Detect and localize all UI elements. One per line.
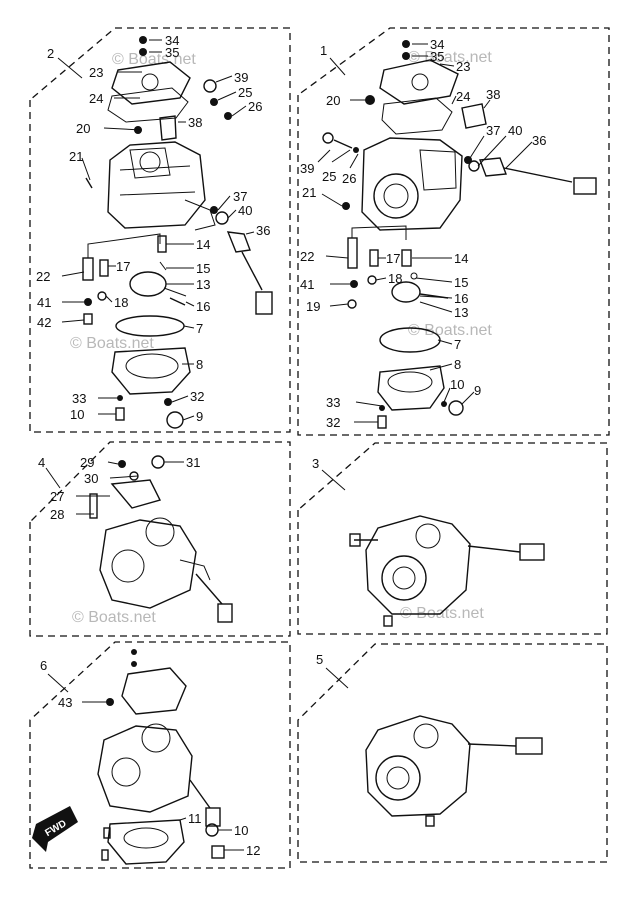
callout-number: 17	[116, 259, 130, 274]
callout-number: 34	[165, 33, 179, 48]
panel-2-leaders	[61, 39, 255, 421]
callout-number: 37	[486, 123, 500, 138]
callout-number: 38	[486, 87, 500, 102]
callout-number: 43	[58, 695, 72, 710]
callout-number: 13	[454, 305, 468, 320]
callout-number: 12	[246, 843, 260, 858]
callout-number: 31	[186, 455, 200, 470]
callout-number: 40	[238, 203, 252, 218]
callout-number: 21	[302, 185, 316, 200]
panel-5-parts	[365, 715, 543, 827]
callout-number: 29	[80, 455, 94, 470]
callout-number: 41	[37, 295, 51, 310]
callout-number: 11	[188, 811, 202, 826]
callout-number: 39	[234, 70, 248, 85]
callout-number: 36	[256, 223, 270, 238]
frame-panel-6	[29, 641, 291, 869]
callout-number: 22	[300, 249, 314, 264]
forward-direction-arrow: FWD	[32, 806, 78, 852]
watermark-text: © Boats.net	[408, 322, 492, 339]
callout-number: 7	[196, 321, 203, 336]
callout-number: 25	[322, 169, 336, 184]
callout-number: 40	[508, 123, 522, 138]
callout-number: 7	[454, 337, 461, 352]
panel-1-parts	[322, 40, 597, 429]
callout-number: 15	[196, 261, 210, 276]
callout-number: 10	[234, 823, 248, 838]
callout-number: 42	[37, 315, 51, 330]
callout-number: 22	[36, 269, 50, 284]
panel-4-parts	[89, 455, 233, 623]
callout-number: 13	[196, 277, 210, 292]
callout-number: 32	[190, 389, 204, 404]
callout-number: 14	[454, 251, 468, 266]
callout-number: 36	[532, 133, 546, 148]
callout-number: 8	[454, 357, 461, 372]
callout-number: 24	[456, 89, 470, 104]
callout-number: 35	[430, 49, 444, 64]
watermark-text: © Boats.net	[70, 335, 154, 352]
callout-number: 14	[196, 237, 210, 252]
frame-panel-1	[297, 27, 610, 436]
frame-panel-3	[297, 442, 608, 635]
callout-number: 19	[306, 299, 320, 314]
callout-number: 21	[69, 149, 83, 164]
panel-6-parts	[97, 649, 225, 865]
panel-number-2: 2	[47, 46, 54, 61]
panel-1-leaders	[317, 43, 533, 423]
watermark-text: © Boats.net	[72, 609, 156, 626]
callout-number: 18	[388, 271, 402, 286]
callout-number: 9	[196, 409, 203, 424]
frame-panel-4	[29, 441, 291, 637]
panel-number-3: 3	[312, 456, 319, 471]
callout-number: 16	[196, 299, 210, 314]
panel-numbers: 2 1 4 3 6 5	[38, 43, 349, 693]
callout-number: 24	[89, 91, 103, 106]
callout-number: 18	[114, 295, 128, 310]
callout-number: 15	[454, 275, 468, 290]
callout-number: 8	[196, 357, 203, 372]
frame-panel-2	[29, 27, 291, 433]
callout-number: 28	[50, 507, 64, 522]
callout-number: 10	[70, 407, 84, 422]
watermark-text: © Boats.net	[112, 51, 196, 68]
callout-number: 26	[248, 99, 262, 114]
watermarks: © Boats.net © Boats.net © Boats.net © Bo…	[70, 49, 492, 626]
callout-number: 20	[326, 93, 340, 108]
watermark-text: © Boats.net	[400, 605, 484, 622]
callout-number: 23	[89, 65, 103, 80]
callout-number: 26	[342, 171, 356, 186]
callout-number: 25	[238, 85, 252, 100]
callout-number: 41	[300, 277, 314, 292]
callout-number: 30	[84, 471, 98, 486]
callout-number: 32	[326, 415, 340, 430]
frame-panel-5	[297, 643, 608, 863]
watermark-text: © Boats.net	[408, 49, 492, 66]
panel-number-6: 6	[40, 658, 47, 673]
callout-number: 38	[188, 115, 202, 130]
callout-number: 34	[430, 37, 444, 52]
panel-number-5: 5	[316, 652, 323, 667]
panel-4-leaders	[76, 461, 184, 515]
callout-number: 9	[474, 383, 481, 398]
panel-frames	[29, 27, 610, 869]
callout-number: 35	[165, 45, 179, 60]
callout-number: 10	[450, 377, 464, 392]
callout-number: 33	[326, 395, 340, 410]
callout-number: 33	[72, 391, 86, 406]
panel-3-parts	[349, 515, 545, 627]
callout-number: 16	[454, 291, 468, 306]
callout-number: 39	[300, 161, 314, 176]
panel-number-4: 4	[38, 455, 45, 470]
callout-number: 17	[386, 251, 400, 266]
callout-number: 23	[456, 59, 470, 74]
panel-6-leaders	[82, 701, 244, 851]
callout-number: 27	[50, 489, 64, 504]
panel-number-1: 1	[320, 43, 327, 58]
callout-number: 20	[76, 121, 90, 136]
callout-number: 37	[233, 189, 247, 204]
